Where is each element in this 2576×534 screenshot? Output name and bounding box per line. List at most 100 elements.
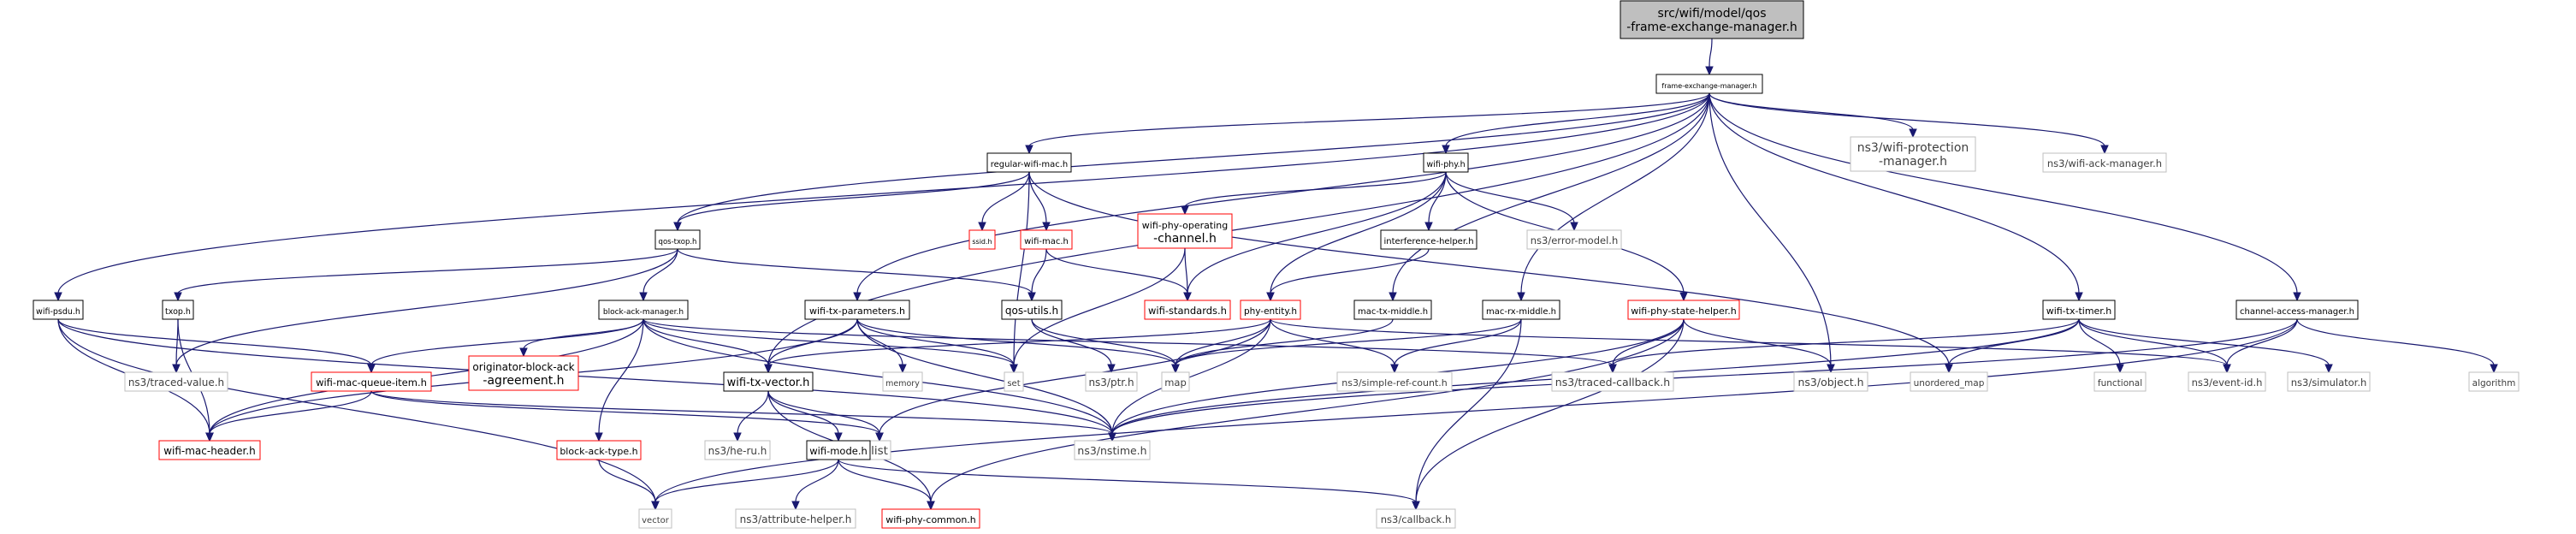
node-box: [1850, 136, 1976, 172]
node-set: set: [1004, 371, 1024, 392]
arrowhead: [673, 222, 682, 232]
edge-macrx-to-map: [1171, 318, 1522, 374]
edge-line: [1394, 318, 1522, 366]
node-txop[interactable]: txop.h: [162, 300, 194, 320]
node-label: ns3/nstime.h: [1077, 444, 1146, 457]
edge-line: [856, 92, 1710, 294]
node-box: [1376, 508, 1456, 529]
node-label: wifi-tx-vector.h: [727, 377, 810, 389]
node-phyopch[interactable]: wifi-phy-operating-channel.h: [1137, 213, 1233, 249]
node-txtimer[interactable]: wifi-tx-timer.h: [2042, 300, 2116, 320]
node-origba[interactable]: originator-block-ack-agreement.h: [468, 355, 579, 391]
edge-line: [1683, 318, 1832, 366]
node-queueitem[interactable]: wifi-mac-queue-item.h: [311, 371, 432, 392]
arrowhead: [791, 501, 800, 511]
arrowhead: [2293, 292, 2301, 302]
node-label: wifi-mac.h: [1024, 237, 1069, 246]
node-statehelper[interactable]: wifi-phy-state-helper.h: [1627, 300, 1740, 320]
arrowhead: [1679, 292, 1688, 302]
edge-line: [838, 459, 932, 503]
node-wifiphy[interactable]: wifi-phy.h: [1423, 152, 1469, 173]
node-interf[interactable]: interference-helper.h: [1380, 229, 1477, 250]
node-box: [1655, 74, 1763, 94]
arrowhead: [1027, 292, 1036, 302]
edge-bam-to-blockacktype: [595, 318, 644, 442]
arrowhead: [595, 432, 603, 442]
edge-line: [1028, 92, 1710, 147]
node-box: [806, 440, 871, 460]
edge-macrx-to-simpleref: [1390, 318, 1522, 374]
edge-line: [57, 318, 1113, 435]
node-label: qos-utils.h: [1005, 305, 1058, 317]
arrowhead: [174, 292, 182, 302]
node-tracedvalue: ns3/traced-value.h: [124, 371, 228, 392]
node-box: [1526, 229, 1622, 250]
edge-txtimer-to-eventid: [2078, 318, 2231, 374]
node-bam[interactable]: block-ack-manager.h: [598, 300, 689, 320]
node-label: src/wifi/model/qos: [1657, 7, 1766, 21]
node-macrx[interactable]: mac-rx-middle.h: [1482, 300, 1560, 320]
edge-line: [1111, 318, 2298, 435]
node-box: [468, 355, 579, 391]
node-ssid[interactable]: ssid.h: [968, 229, 996, 250]
node-label: ns3/simple-ref-count.h: [1341, 377, 1448, 389]
node-label: list: [871, 444, 888, 458]
node-attrhelper: ns3/attribute-helper.h: [735, 508, 856, 529]
edge-line: [1612, 318, 2080, 366]
node-cam[interactable]: channel-access-manager.h: [2235, 300, 2359, 320]
arrowhead: [2075, 292, 2083, 302]
edge-fem-to-cam: [1708, 92, 2301, 302]
edge-line: [1013, 171, 1030, 366]
arrowhead: [519, 347, 528, 358]
node-label: wifi-phy.h: [1426, 160, 1465, 169]
edge-blockacktype-to-vector: [598, 459, 660, 511]
edge-line: [1392, 92, 1710, 294]
node-blockacktype[interactable]: block-ack-type.h: [556, 440, 642, 460]
node-regwifimac[interactable]: regular-wifi-mac.h: [986, 152, 1072, 173]
edge-line: [795, 459, 839, 503]
node-qosutils[interactable]: qos-utils.h: [1001, 300, 1063, 320]
edge-line: [1270, 248, 1430, 294]
arrowhead: [1010, 364, 1018, 374]
edge-line: [643, 318, 1614, 366]
node-label: originator-block-ack: [472, 361, 574, 373]
node-mactx[interactable]: mac-tx-middle.h: [1353, 300, 1432, 320]
edge-interf-to-phyentity: [1266, 248, 1430, 302]
node-label: unordered_map: [1914, 378, 1985, 389]
node-box: [735, 508, 856, 529]
node-fem[interactable]: frame-exchange-manager.h: [1655, 74, 1763, 94]
edge-line: [1013, 247, 1186, 366]
node-txvector[interactable]: wifi-tx-vector.h: [723, 371, 814, 392]
node-wifimac[interactable]: wifi-mac.h: [1020, 229, 1073, 250]
node-label: txop.h: [165, 307, 191, 317]
edge-qostxop-to-txop: [174, 248, 678, 302]
node-wifimode[interactable]: wifi-mode.h: [806, 440, 871, 460]
node-box: [311, 371, 432, 392]
node-wifistd[interactable]: wifi-standards.h: [1144, 300, 1231, 320]
node-phycommon[interactable]: wifi-phy-common.h: [881, 508, 980, 529]
node-label: block-ack-manager.h: [603, 308, 684, 317]
node-qostxop[interactable]: qos-txop.h: [654, 229, 701, 250]
node-wifipsdu[interactable]: wifi-psdu.h: [33, 300, 84, 320]
edge-line: [981, 171, 1030, 224]
node-box: [1620, 0, 1804, 39]
node-label: ns3/wifi-ack-manager.h: [2047, 157, 2162, 169]
edge-fem-to-macrx: [1517, 92, 1710, 302]
edge-line: [1270, 171, 1447, 294]
edge-queueitem-to-macheader: [205, 390, 372, 442]
node-phyentity[interactable]: phy-entity.h: [1240, 300, 1301, 320]
edge-txtimer-to-tracedcb: [1608, 318, 2080, 374]
edge-wifiphy-to-errmodel: [1445, 171, 1578, 232]
node-box: [1551, 371, 1674, 392]
node-nstime: ns3/nstime.h: [1074, 440, 1151, 460]
node-box: [1074, 440, 1151, 460]
node-box: [723, 371, 814, 392]
node-txparams[interactable]: wifi-tx-parameters.h: [804, 300, 910, 320]
node-root[interactable]: src/wifi/model/qos-frame-exchange-manage…: [1620, 0, 1804, 39]
arrowhead: [1181, 205, 1189, 216]
node-label: wifi-phy-state-helper.h: [1631, 306, 1737, 317]
arrowhead: [764, 364, 773, 374]
node-label: qos-txop.h: [659, 238, 697, 246]
node-macheader[interactable]: wifi-mac-header.h: [158, 440, 261, 460]
node-box: [882, 371, 923, 392]
